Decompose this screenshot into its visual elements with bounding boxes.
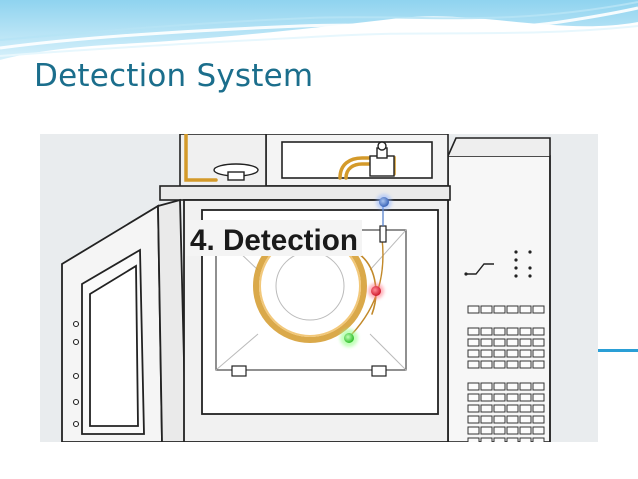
keypad-key xyxy=(506,360,519,369)
inlet-tubing xyxy=(184,134,396,182)
keypad-key xyxy=(506,305,519,314)
keypad-key xyxy=(506,404,519,413)
keypad-key xyxy=(480,426,493,435)
door-hinges xyxy=(72,320,80,428)
green-marker xyxy=(340,329,358,347)
keypad-key xyxy=(467,426,480,435)
detector-probe xyxy=(379,225,387,243)
keypad-key xyxy=(480,382,493,391)
keypad-key xyxy=(532,382,545,391)
keypad-key xyxy=(467,393,480,402)
keypad-key xyxy=(480,349,493,358)
keypad-key xyxy=(519,360,532,369)
injector-port xyxy=(369,141,395,177)
keypad-key xyxy=(480,415,493,424)
step-label: 4. Detection xyxy=(190,224,358,257)
keypad-key xyxy=(519,338,532,347)
keypad-key xyxy=(506,437,519,442)
keypad-key xyxy=(493,415,506,424)
keypad-key xyxy=(532,437,545,442)
control-panel-icons xyxy=(466,263,494,275)
keypad-key xyxy=(532,305,545,314)
keypad-key xyxy=(519,404,532,413)
keypad-key xyxy=(506,327,519,336)
keypad-key xyxy=(467,360,480,369)
keypad-key xyxy=(467,349,480,358)
keypad-key xyxy=(519,327,532,336)
keypad-key xyxy=(480,338,493,347)
keypad-key xyxy=(493,437,506,442)
keypad-key xyxy=(493,360,506,369)
inlet-housing xyxy=(159,134,451,201)
keypad-key xyxy=(506,349,519,358)
oven-feet xyxy=(231,365,387,377)
indicator-dots xyxy=(464,250,532,278)
keypad-key xyxy=(532,415,545,424)
oven-door xyxy=(61,198,187,442)
keypad-key xyxy=(519,393,532,402)
keypad-key xyxy=(480,393,493,402)
keypad-key xyxy=(519,415,532,424)
keypad-key xyxy=(467,338,480,347)
blue-marker xyxy=(376,194,392,210)
keypad-key xyxy=(506,426,519,435)
keypad-key xyxy=(532,349,545,358)
slide-accent-line xyxy=(598,349,638,352)
keypad-key xyxy=(493,404,506,413)
keypad-key xyxy=(467,437,480,442)
keypad-key xyxy=(519,437,532,442)
keypad-key xyxy=(493,349,506,358)
keypad-key xyxy=(480,305,493,314)
keypad-key xyxy=(532,360,545,369)
keypad-key xyxy=(493,305,506,314)
red-marker xyxy=(368,283,384,299)
keypad-key xyxy=(493,393,506,402)
keypad-key xyxy=(532,404,545,413)
keypad-key xyxy=(493,382,506,391)
keypad-key xyxy=(480,404,493,413)
keypad-key xyxy=(480,327,493,336)
keypad-key xyxy=(506,393,519,402)
keypad-key xyxy=(467,382,480,391)
keypad-key xyxy=(467,327,480,336)
keypad-key xyxy=(532,393,545,402)
keypad-key xyxy=(506,338,519,347)
keypad-key xyxy=(493,426,506,435)
keypad-key xyxy=(467,404,480,413)
keypad-key xyxy=(519,305,532,314)
slide-title: Detection System xyxy=(34,58,314,94)
keypad-key xyxy=(493,327,506,336)
keypad-key xyxy=(519,426,532,435)
keypad-key xyxy=(519,349,532,358)
label-backdrop xyxy=(186,220,362,256)
keypad-key xyxy=(519,382,532,391)
keypad-key xyxy=(467,305,480,314)
keypad-key xyxy=(532,338,545,347)
keypad-key xyxy=(532,426,545,435)
septum-nut xyxy=(213,163,259,181)
keypad-key xyxy=(467,415,480,424)
keypad-key xyxy=(480,360,493,369)
keypad-key xyxy=(506,415,519,424)
header-wave xyxy=(0,0,638,60)
keypad-key xyxy=(506,382,519,391)
gc-detection-illustration: 4. Detection xyxy=(40,134,598,442)
keypad-key xyxy=(480,437,493,442)
keypad-key xyxy=(493,338,506,347)
keypad xyxy=(467,305,545,442)
keypad-key xyxy=(532,327,545,336)
